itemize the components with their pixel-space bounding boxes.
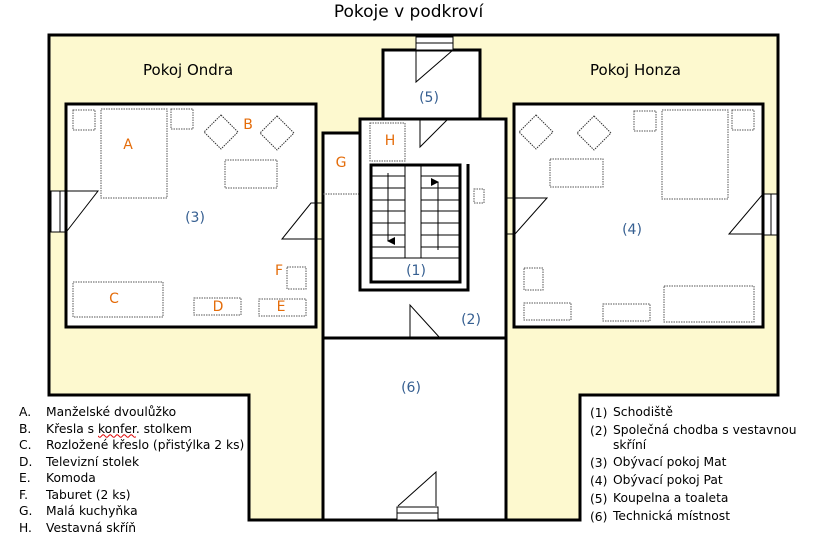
label-e: E bbox=[276, 299, 286, 315]
legend-key: (3) bbox=[590, 455, 608, 470]
legend-item: F. Taburet (2 ks) bbox=[19, 487, 244, 504]
legend-text: Koupelna a toaleta bbox=[613, 490, 729, 505]
legend-key: B. bbox=[19, 421, 32, 436]
furniture-legend: A. Manželské dvoulůžko B. Křesla s konfer.… bbox=[19, 404, 244, 536]
room-ondra bbox=[50, 102, 323, 329]
legend-key: (5) bbox=[590, 491, 608, 506]
label-d: D bbox=[212, 299, 224, 315]
staircase bbox=[358, 133, 470, 292]
legend-key: H. bbox=[19, 520, 32, 535]
legend-item: (3) Obývací pokoj Mat bbox=[590, 455, 803, 472]
legend-text: Malá kuchyňka bbox=[46, 504, 138, 518]
label-h: H bbox=[384, 133, 396, 149]
label-b: B bbox=[243, 117, 253, 133]
legend-text: Komoda bbox=[46, 471, 96, 485]
legend-text: Obývací pokoj Mat bbox=[613, 454, 727, 469]
legend-text: Technická místnost bbox=[613, 508, 731, 523]
legend-item: (6) Technická místnost bbox=[590, 509, 803, 526]
legend-text-part: . stolkem bbox=[135, 421, 193, 436]
label-room-5: (5) bbox=[419, 90, 439, 106]
label-c: C bbox=[109, 291, 119, 307]
label-a: A bbox=[123, 137, 133, 153]
label-room-1: (1) bbox=[406, 263, 426, 279]
room-name-ondra: Pokoj Ondra bbox=[143, 61, 234, 79]
legend-key: D. bbox=[19, 454, 33, 469]
label-room-2: (2) bbox=[461, 312, 481, 328]
legend-key: (2) bbox=[590, 424, 608, 438]
legend-text: Televizní stolek bbox=[46, 454, 140, 469]
room-technical bbox=[321, 336, 508, 522]
legend-item: (5) Koupelna a toaleta bbox=[590, 491, 803, 508]
legend-key: (4) bbox=[590, 473, 608, 488]
legend-item: (2) Společná chodba s vestavnou skříní bbox=[590, 423, 803, 453]
legend-text: Rozložené křeslo (přistýlka 2 ks) bbox=[46, 438, 245, 452]
room-honza bbox=[506, 102, 778, 329]
label-room-4: (4) bbox=[622, 222, 642, 238]
legend-text: Schodiště bbox=[613, 405, 673, 419]
legend-text-part: Křesla s bbox=[46, 421, 98, 436]
legend-key: (1) bbox=[590, 406, 608, 420]
legend-key: G. bbox=[19, 504, 33, 518]
legend-item: (1) Schodiště bbox=[590, 405, 803, 422]
page-title: Pokoje v podkroví bbox=[333, 2, 484, 22]
legend-text: Společná chodba s vestavnou skříní bbox=[613, 423, 797, 452]
room-bathroom bbox=[381, 36, 482, 121]
legend-item: G. Malá kuchyňka bbox=[19, 503, 244, 520]
label-room-3: (3) bbox=[185, 210, 205, 226]
legend-item: D. Televizní stolek bbox=[19, 454, 244, 471]
room-legend: (1) Schodiště (2) Společná chodba s vestav… bbox=[590, 405, 803, 527]
misspelled-word: konfer bbox=[98, 421, 136, 436]
legend-text: Křesla s konfer. stolkem bbox=[46, 421, 192, 438]
legend-text: Vestavná skříň bbox=[46, 520, 137, 535]
legend-item: C. Rozložené křeslo (přistýlka 2 ks) bbox=[19, 437, 244, 454]
legend-item: E. Komoda bbox=[19, 470, 244, 487]
label-room-6: (6) bbox=[401, 380, 421, 396]
legend-text: Obývací pokoj Pat bbox=[613, 472, 723, 487]
legend-item: H. Vestavná skříň bbox=[19, 520, 244, 537]
room-name-honza: Pokoj Honza bbox=[590, 61, 681, 79]
legend-key: C. bbox=[19, 438, 32, 452]
legend-item: B. Křesla s konfer. stolkem bbox=[19, 421, 244, 438]
legend-key: E. bbox=[19, 471, 31, 485]
legend-key: F. bbox=[19, 487, 29, 502]
legend-text: Taburet (2 ks) bbox=[46, 487, 131, 502]
label-f: F bbox=[274, 263, 284, 279]
legend-item: A. Manželské dvoulůžko bbox=[19, 404, 244, 421]
legend-item: (4) Obývací pokoj Pat bbox=[590, 473, 803, 490]
legend-key: A. bbox=[19, 405, 32, 419]
legend-key: (6) bbox=[590, 509, 608, 524]
legend-text: Manželské dvoulůžko bbox=[46, 405, 177, 419]
label-g: G bbox=[335, 155, 347, 171]
